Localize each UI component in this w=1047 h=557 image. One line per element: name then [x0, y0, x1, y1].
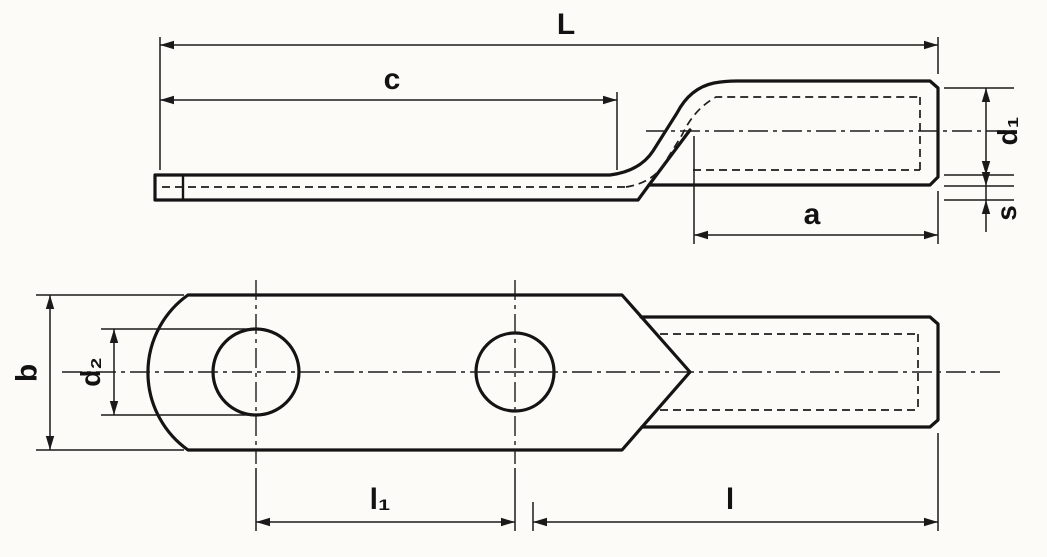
dim-label-L: L [557, 8, 575, 41]
tongue-outline [146, 293, 692, 452]
arrowhead-left [694, 230, 708, 240]
dimension-L: L [159, 8, 939, 170]
dimension-l1: l₁ [255, 468, 516, 531]
dimension-c: c [160, 63, 618, 170]
dimension-d1-and-s: d₁ s [944, 87, 1023, 232]
dim-label-d1: d₁ [992, 117, 1023, 146]
arrowhead-d1-top [981, 88, 991, 102]
hidden-bore-top-line [625, 96, 920, 188]
arrowhead-left [160, 95, 174, 105]
arrowhead-top [45, 295, 55, 309]
dim-label-a: a [804, 198, 821, 231]
dimension-a: a [693, 136, 939, 244]
bend-inner-edge-line [647, 128, 692, 187]
dim-label-s: s [991, 205, 1022, 221]
dimension-b: b [11, 294, 184, 451]
arrowhead-bottom [45, 436, 55, 450]
arrowhead-right [924, 40, 938, 50]
dim-label-b: b [11, 364, 44, 382]
arrowhead-s-top [981, 172, 991, 186]
plan-view: b d₂ l₁ l [11, 280, 1004, 531]
dim-label-c: c [384, 63, 401, 96]
arrowhead-left [256, 517, 270, 527]
arrowhead-right [501, 517, 515, 527]
dimension-d2: d₂ [75, 328, 253, 416]
lug-side-profile [153, 79, 940, 202]
dimension-l: l [532, 433, 939, 531]
arrowhead-bottom [109, 401, 119, 415]
arrowhead-right [924, 517, 938, 527]
dim-label-l1: l₁ [370, 483, 391, 516]
arrowhead-top [109, 329, 119, 343]
arrowhead-d1-bottom [981, 161, 991, 175]
arrowhead-right [924, 230, 938, 240]
arrowhead-right [603, 95, 617, 105]
side-view: L c a d₁ [153, 8, 1023, 244]
dim-label-l: l [726, 483, 734, 516]
dim-label-d2: d₂ [75, 357, 106, 387]
arrowhead-left [160, 40, 174, 50]
arrowhead-s-bottom [981, 200, 991, 214]
arrowhead-left [533, 517, 547, 527]
